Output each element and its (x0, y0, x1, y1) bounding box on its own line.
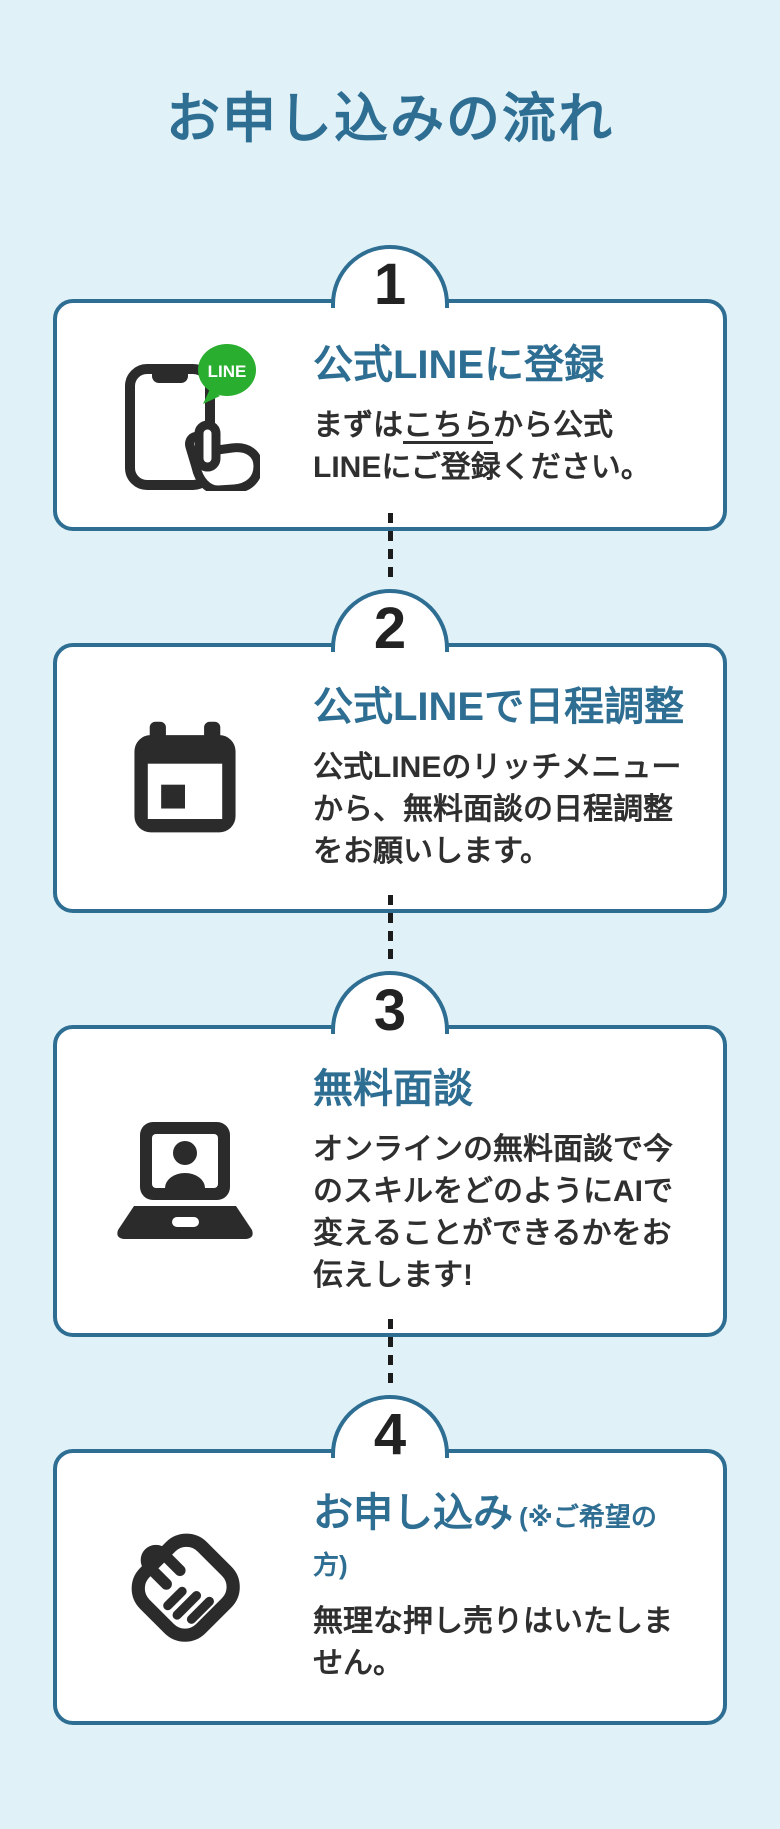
step-2-text: 公式LINEで日程調整 公式LINEのリッチメニュー から、無料面談の日程調整 … (313, 683, 703, 873)
video-call-laptop-icon (117, 1122, 253, 1239)
step-3-heading: 無料面談 (313, 1067, 473, 1111)
step-3-text: 無料面談 オンラインの無料面談で今 のスキルをどのようにAIで 変えることができ… (313, 1065, 703, 1297)
line-bubble-icon: LINE (198, 344, 256, 404)
page-title: お申し込みの流れ (166, 89, 614, 149)
step-number-badge-3: 3 (331, 971, 449, 1040)
step-number-3: 3 (373, 978, 407, 1043)
step-1-body-suffix: から公式 LINEにご登録ください。 (313, 409, 651, 484)
dashed-connector-1 (387, 513, 393, 580)
dashed-connector-3 (387, 1319, 393, 1386)
calendar-icon (134, 721, 236, 833)
step-number-badge-1: 1 (331, 245, 449, 314)
step-3-body: オンラインの無料面談で今 のスキルをどのようにAIで 変えることができるかをお … (313, 1133, 673, 1292)
step-card-2: 2 公式LINEで日程調整 公式LINEのリッチメニュー から、無料面談の日程調… (53, 589, 727, 962)
step-card-1: 1 LINE 公式LINEに登録 (53, 245, 727, 580)
smartphone-line-tap-icon: LINE (125, 344, 260, 491)
step-number-2: 2 (373, 596, 407, 661)
line-register-link[interactable]: こちら (403, 409, 493, 442)
step-3-icon-box (57, 1120, 313, 1242)
step-1-heading: 公式LINEに登録 (313, 343, 605, 387)
step-number-4: 4 (373, 1402, 407, 1467)
tap-hand-icon (185, 420, 260, 491)
step-4-body: 無理な押し売りはいたしま せん。 (313, 1605, 673, 1680)
flow-steps: 1 LINE 公式LINEに登録 (53, 245, 727, 1829)
step-4-heading-note: (※ご希望の方) (313, 1502, 657, 1580)
step-card-4: 4 お申し込み(※ご希望の方) 無理な押し売りはいたしま せん。 (53, 1395, 727, 1725)
step-1-body-prefix: まずは (313, 409, 403, 442)
step-4-heading: お申し込み(※ご希望の方) (313, 1489, 689, 1585)
step-1-body: まずはこちらから公式 LINEにご登録ください。 (313, 405, 689, 489)
step-number-badge-2: 2 (331, 589, 449, 658)
step-4-text: お申し込み(※ご希望の方) 無理な押し売りはいたしま せん。 (313, 1489, 703, 1685)
step-2-body: 公式LINEのリッチメニュー から、無料面談の日程調整 をお願いします。 (313, 751, 682, 868)
handshake-icon (131, 1533, 240, 1642)
step-2-icon-box (57, 716, 313, 840)
line-badge-label: LINE (208, 362, 247, 381)
dashed-connector-2 (387, 895, 393, 962)
step-number-1: 1 (373, 252, 407, 317)
step-4-heading-title: お申し込み (313, 1491, 513, 1535)
step-number-badge-4: 4 (331, 1395, 449, 1464)
step-4-icon-box (57, 1521, 313, 1653)
step-1-icon-box: LINE (57, 339, 313, 491)
step-1-text: 公式LINEに登録 まずはこちらから公式 LINEにご登録ください。 (313, 341, 703, 489)
step-2-heading: 公式LINEで日程調整 (313, 685, 685, 729)
step-card-3: 3 無料面談 オンラインの無料面談で今 のスキルをどのようにAIで 変えることが… (53, 971, 727, 1386)
